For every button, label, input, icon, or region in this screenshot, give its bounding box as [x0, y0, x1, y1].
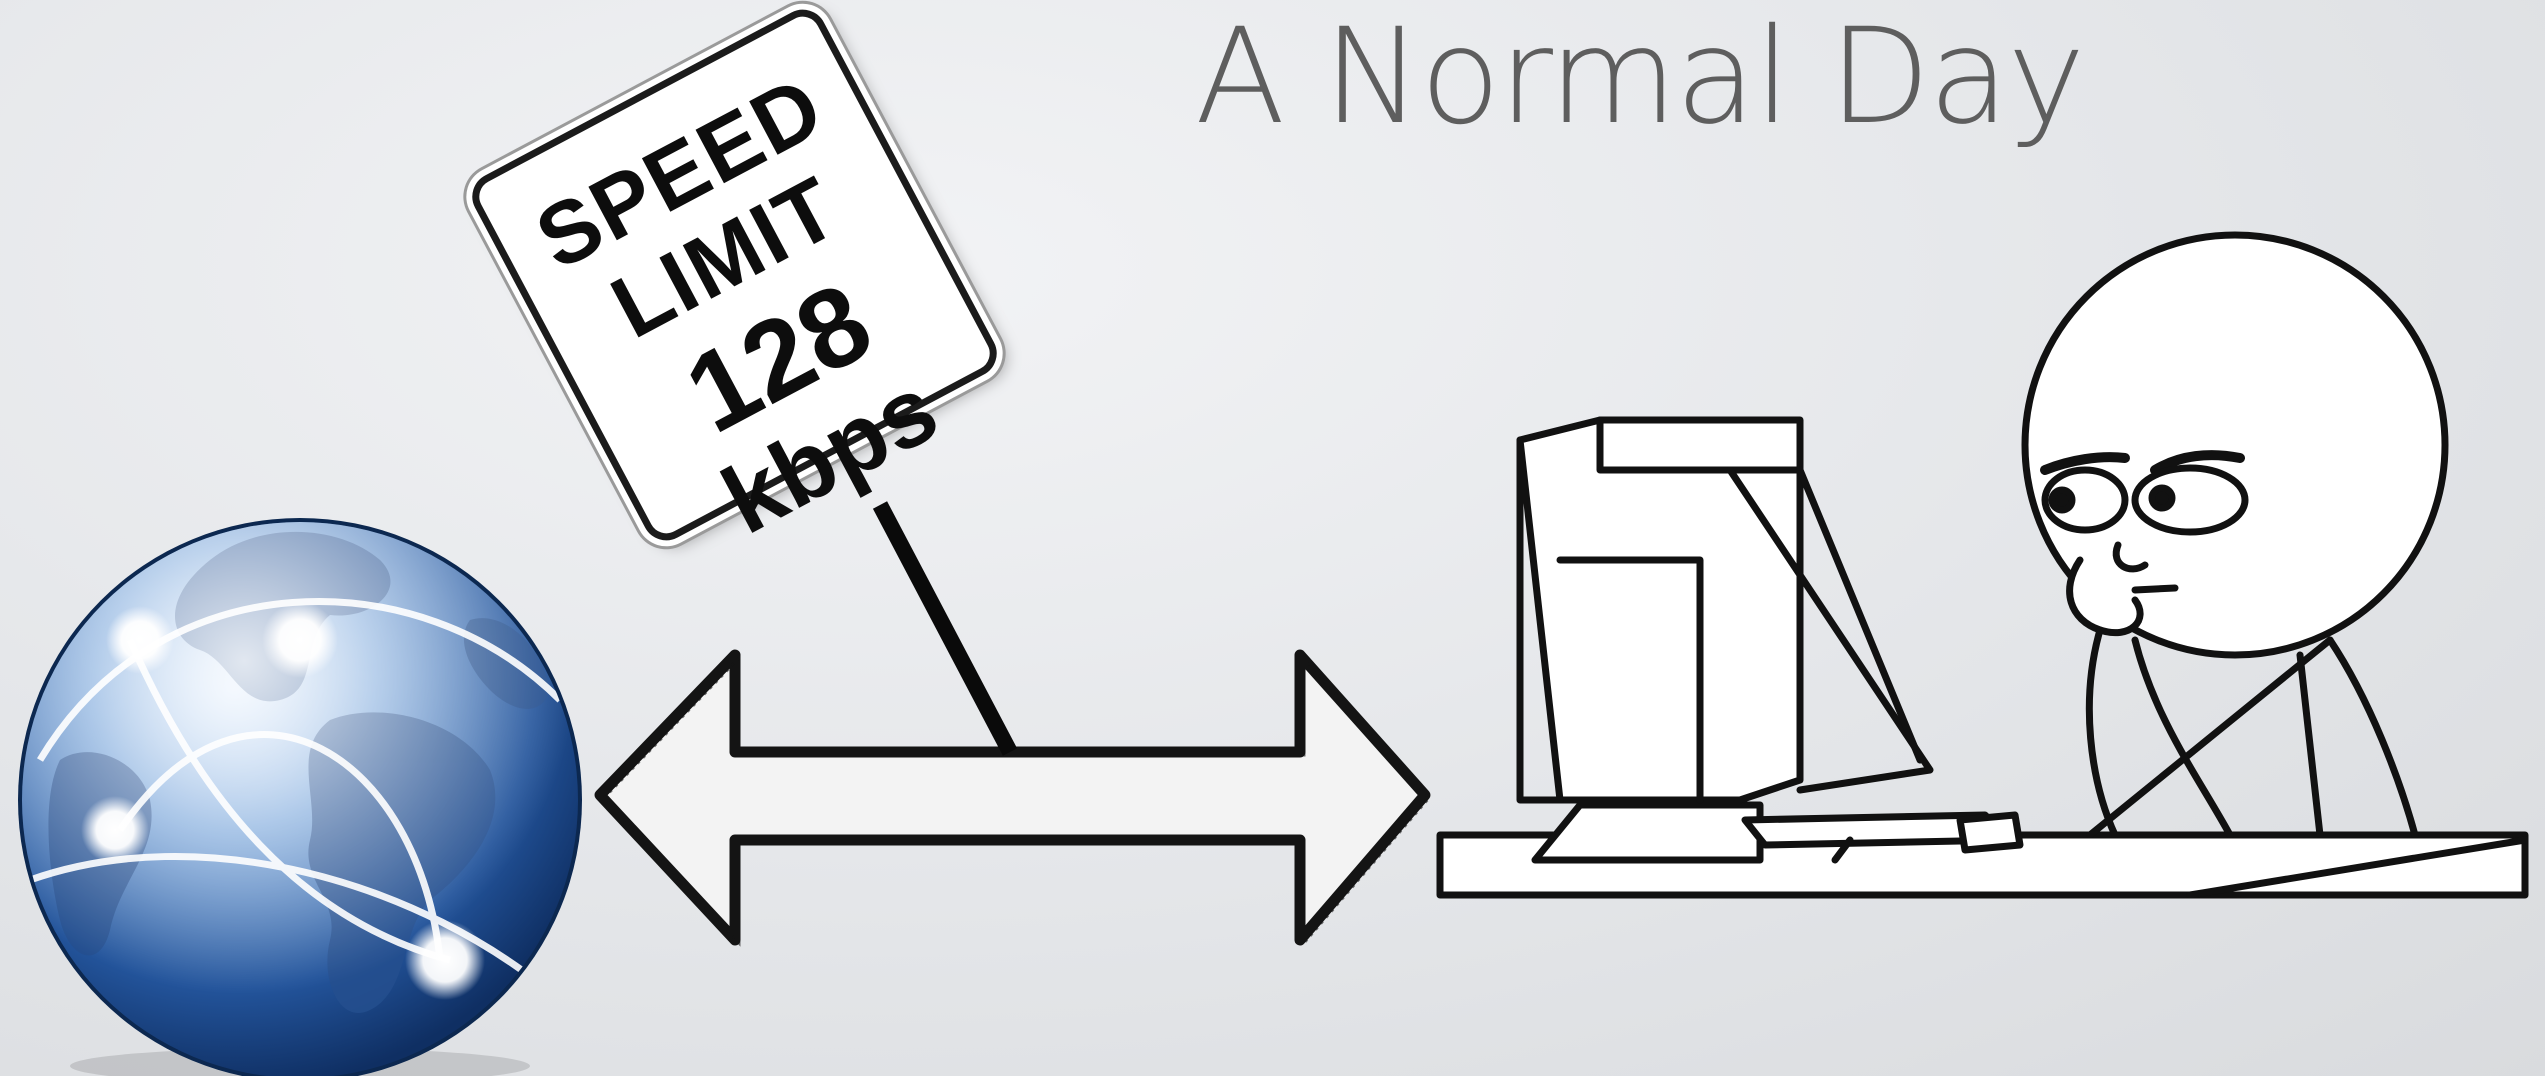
- slide-title: A Normal Day: [1195, 0, 2085, 154]
- monitor-stand: [1531, 801, 1764, 864]
- head: [2021, 231, 2449, 659]
- sign-post: [872, 501, 1018, 756]
- monitor: [1516, 416, 1804, 804]
- network-globe-icon: [18, 518, 582, 1076]
